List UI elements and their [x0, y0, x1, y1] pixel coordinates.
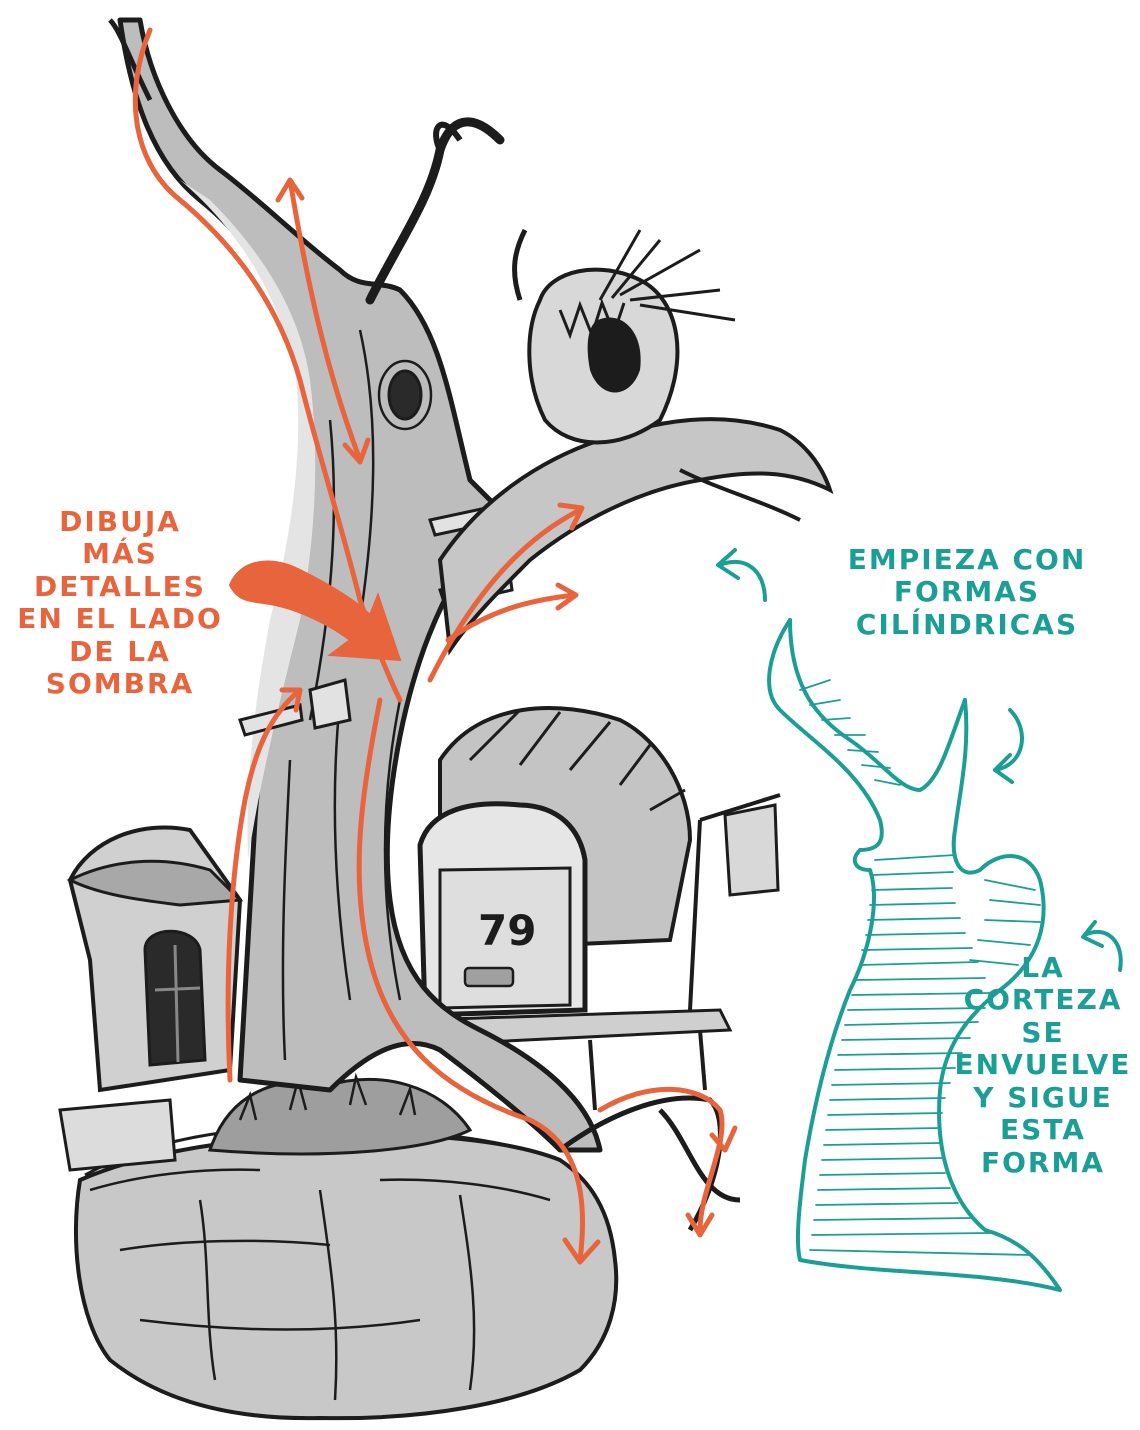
caption-line: EN EL LADO: [17, 602, 223, 636]
left-shack: [58, 825, 244, 1172]
caption-line: DETALLES: [34, 569, 206, 603]
birdhouse-branch: [437, 228, 834, 656]
flow-arrow-root-tip: [685, 1125, 738, 1238]
flow-arrow-left-up: [225, 687, 303, 1083]
caption-line: MÁS: [82, 537, 158, 571]
right-house: 79: [417, 706, 781, 1111]
caption-cylinder-shapes: EMPIEZA CON FORMAS CILÍNDRICAS: [822, 543, 1112, 641]
caption-line: EMPIEZA CON: [847, 543, 1087, 576]
caption-line: Y SIGUE: [973, 1080, 1113, 1114]
flow-arrow-up-tip: [275, 177, 371, 465]
caption-line: SE: [1021, 1015, 1065, 1049]
teal-arrow-top: [718, 559, 767, 602]
teal-arrow-top-tip: [716, 548, 740, 580]
teal-arrow-lower: [1083, 929, 1123, 972]
bark-hatching: [799, 679, 1041, 1256]
caption-line: CILÍNDRICAS: [855, 607, 1079, 641]
flow-arrow-trunk-tip: [562, 1237, 601, 1265]
flow-arrow-left-up-tip: [279, 687, 303, 713]
flow-arrow-root: [597, 1086, 725, 1233]
cylinder-tree-diagram: [716, 548, 1123, 1292]
cylinder-tree-outline: [767, 618, 1062, 1292]
caption-bark-wraps: LA CORTEZA SE ENVUELVE Y SIGUE ESTA FORM…: [946, 951, 1140, 1179]
caption-line: LA: [1021, 951, 1065, 984]
teal-arrow-mid-tip: [993, 753, 1014, 784]
flow-arrow-trunk: [356, 697, 585, 1263]
foliage: [207, 1072, 473, 1156]
caption-shadow-side: DIBUJA MÁS DETALLES EN EL LADO DE LA SOM…: [0, 505, 240, 701]
pointer-arrow: [228, 560, 402, 662]
door-number: 79: [478, 906, 536, 955]
rock-base: [73, 1126, 619, 1421]
caption-line: FORMAS: [893, 575, 1041, 609]
caption-line: ESTA: [1000, 1113, 1086, 1147]
caption-line: FORMA: [980, 1145, 1106, 1179]
flow-arrow-up: [287, 177, 363, 463]
flow-arrow-branch: [427, 507, 583, 683]
teal-arrow-mid: [993, 708, 1024, 772]
flow-arrow-branch-tip: [445, 502, 585, 643]
cylinder-tree-right-branch-inner: [788, 618, 967, 792]
caption-line: CORTEZA: [963, 983, 1123, 1017]
caption-line: DE LA: [69, 634, 171, 668]
caption-line: SOMBRA: [45, 667, 195, 701]
teal-arrow-lower-tip: [1081, 920, 1104, 948]
caption-line: DIBUJA: [59, 505, 181, 538]
caption-line: ENVUELVE: [954, 1048, 1132, 1082]
